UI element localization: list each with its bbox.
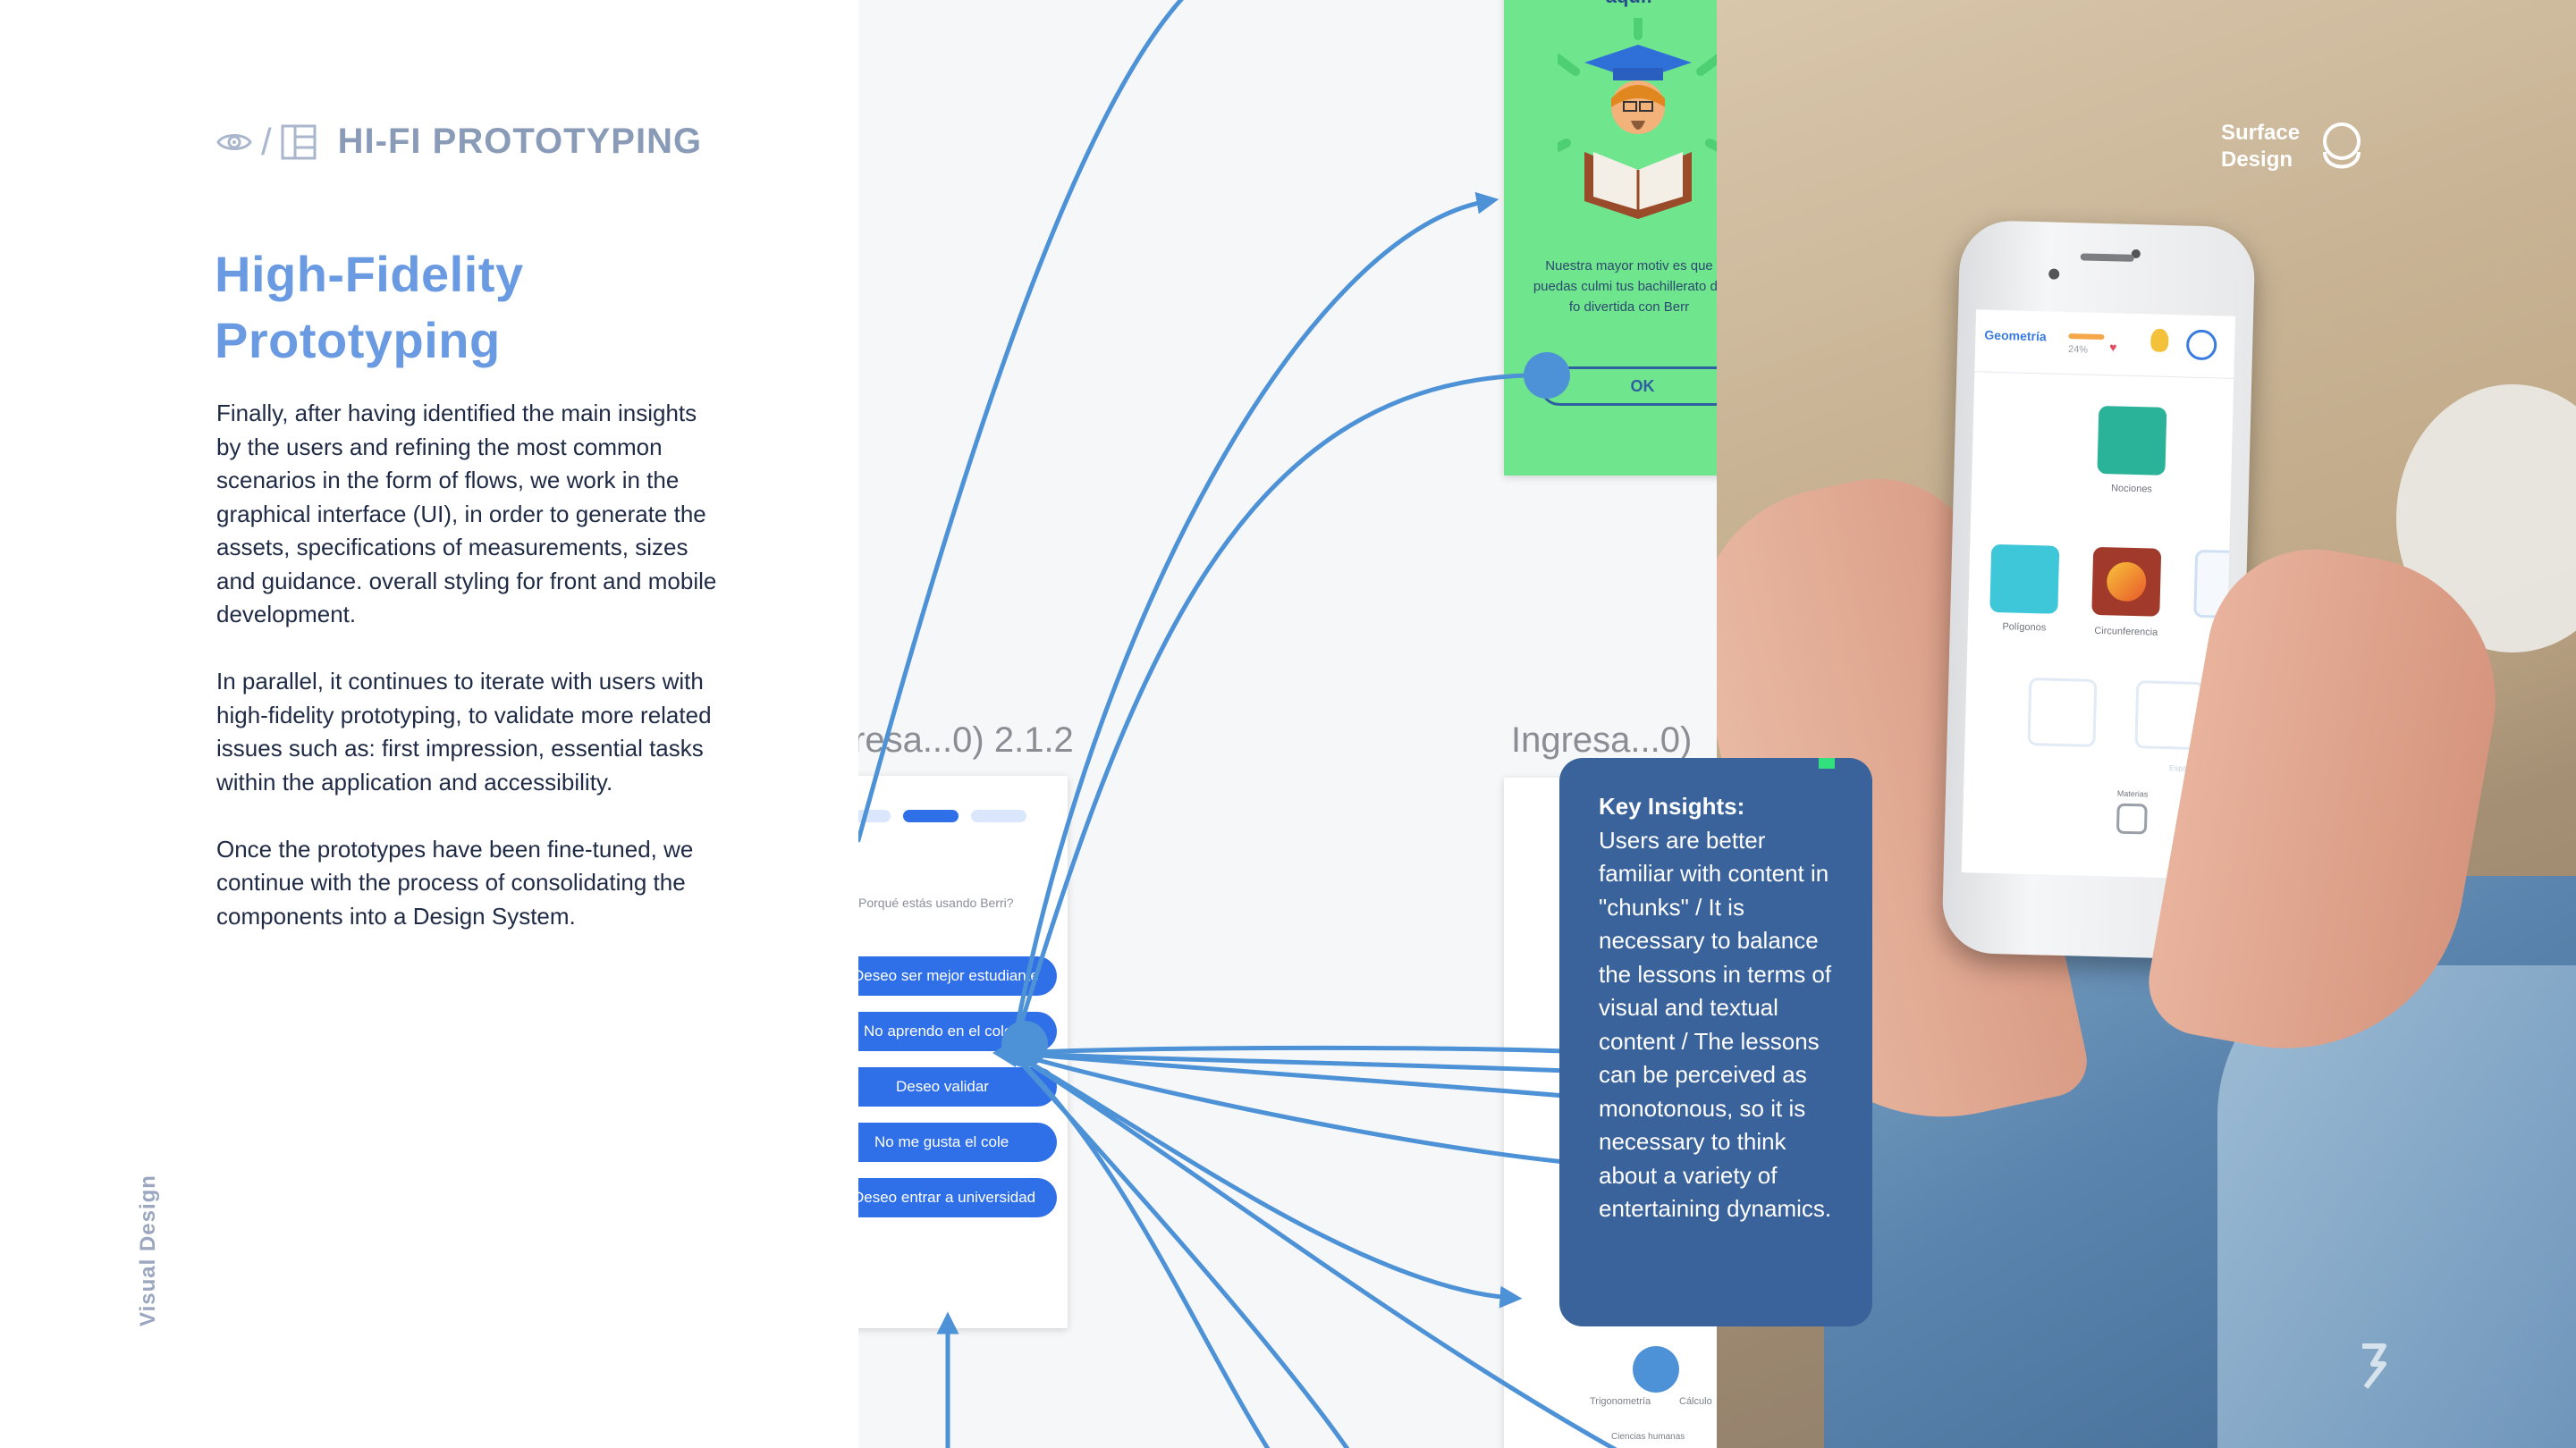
circle-icon — [2106, 561, 2147, 602]
tile-poligonos[interactable] — [1989, 543, 2060, 614]
connector-node[interactable] — [1633, 1346, 1679, 1393]
option-label: Deseo validar — [896, 1078, 989, 1095]
tile-nociones[interactable] — [2097, 405, 2167, 476]
connector-line — [1009, 1050, 1350, 1448]
option-button[interactable]: Deseo validar — [858, 1067, 1057, 1107]
key-insights-card: Key Insights: Users are better familiar … — [1559, 758, 1872, 1326]
connector-line — [1009, 1050, 1567, 1073]
option-label: No aprendo en el cole — [864, 1023, 1013, 1040]
tile-label: Circunferencia — [2094, 625, 2158, 638]
app-title: Geometría — [1984, 327, 2047, 344]
paragraph: In parallel, it continues to iterate wit… — [216, 668, 712, 796]
body-copy: Finally, after having identified the mai… — [216, 397, 726, 967]
connector-line — [1009, 1050, 1523, 1309]
progress-ring-icon — [2185, 329, 2217, 361]
option-label: No me gusta el cole — [874, 1133, 1009, 1150]
progress-pill-active — [903, 810, 959, 822]
section-header: / HI-FI PROTOTYPING — [216, 122, 702, 162]
option-button[interactable]: Deseo entrar a universidad — [858, 1178, 1057, 1217]
brand-wordmark: Surface Design — [2221, 120, 2300, 173]
phone-camera — [2048, 268, 2060, 280]
option-label: Deseo ser mejor estudiante — [858, 967, 1039, 984]
graduate-illustration — [1558, 18, 1717, 219]
separator-slash: / — [261, 120, 272, 163]
connector-line — [858, 0, 1185, 843]
tile-label: Nociones — [2110, 483, 2153, 495]
connector-line — [1009, 1050, 1567, 1165]
tile-circunferencia[interactable] — [2091, 546, 2162, 617]
flow-caption-right: Ingresa...0) — [1511, 720, 1693, 760]
connector-line — [1009, 1050, 1617, 1448]
text-column: / HI-FI PROTOTYPING High-Fidelity Protot… — [0, 0, 858, 1448]
medal-icon — [2149, 328, 2169, 352]
option-button[interactable]: Deseo ser mejor estudiante — [858, 956, 1057, 996]
heart-icon: ♥ — [2108, 340, 2117, 355]
green-card-heading: aquí! — [1540, 0, 1717, 9]
insight-heading: Key Insights: — [1599, 793, 1745, 820]
tile-label: Polígonos — [2002, 621, 2047, 634]
subject-label: Cálculo — [1679, 1396, 1712, 1407]
connector-line — [1009, 373, 1530, 1056]
brand-logo-icon — [2323, 122, 2361, 169]
connector-node[interactable] — [1001, 1021, 1048, 1067]
app-top-bar: Geometría 24% ♥ — [1974, 309, 2236, 379]
layout-icon — [281, 124, 317, 159]
vertical-section-label: Visual Design — [136, 1174, 160, 1326]
progress-value: 24% — [2067, 344, 2089, 356]
eye-icon — [216, 133, 252, 150]
brand-line: Surface — [2221, 121, 2301, 145]
connector-line — [1009, 1050, 1567, 1099]
tile-locked — [2027, 678, 2098, 747]
green-card-note: Nuestra mayor motiv es que puedas culmi … — [1533, 258, 1717, 315]
option-button[interactable]: No me gusta el cole — [858, 1123, 1057, 1162]
progress-bar — [2068, 333, 2105, 341]
insight-body: Users are better familiar with content i… — [1599, 826, 1832, 1223]
connector-line — [1009, 191, 1499, 1056]
subject-label: Ciencias humanas — [1611, 1432, 1685, 1442]
graduation-cap-icon[interactable] — [2116, 803, 2148, 835]
connector-line — [1009, 1050, 1271, 1448]
brand-line: Design — [2221, 147, 2293, 172]
flow-connectors — [858, 0, 1679, 1448]
page-title: High-Fidelity Prototyping — [215, 246, 524, 368]
progress-pill — [971, 810, 1026, 822]
connector-node[interactable] — [1524, 352, 1570, 399]
green-screen-card: aquí! Nuestra mayor motiv es que puedas … — [1504, 0, 1717, 476]
paragraph: Once the prototypes have been fine-tuned… — [216, 835, 694, 930]
corner-logo-icon — [2362, 1343, 2386, 1389]
section-label: HI-FI PROTOTYPING — [337, 122, 703, 161]
question-text: Porqué estás usando Berri? — [858, 896, 1014, 910]
option-label: Deseo entrar a universidad — [858, 1189, 1036, 1206]
phone-photo-panel: Geometría 24% ♥ Nociones Polígonos Circu… — [1717, 0, 2576, 1448]
subject-label: Trigonometría — [1590, 1396, 1651, 1407]
card-marker — [1819, 758, 1835, 769]
connector-line — [1009, 1045, 1567, 1056]
flow-caption-left: resa...0) 2.1.2 — [858, 720, 1074, 760]
phone-speaker — [2080, 253, 2134, 262]
nav-label: Materias — [2116, 788, 2149, 799]
paragraph: Finally, after having identified the mai… — [216, 400, 717, 627]
